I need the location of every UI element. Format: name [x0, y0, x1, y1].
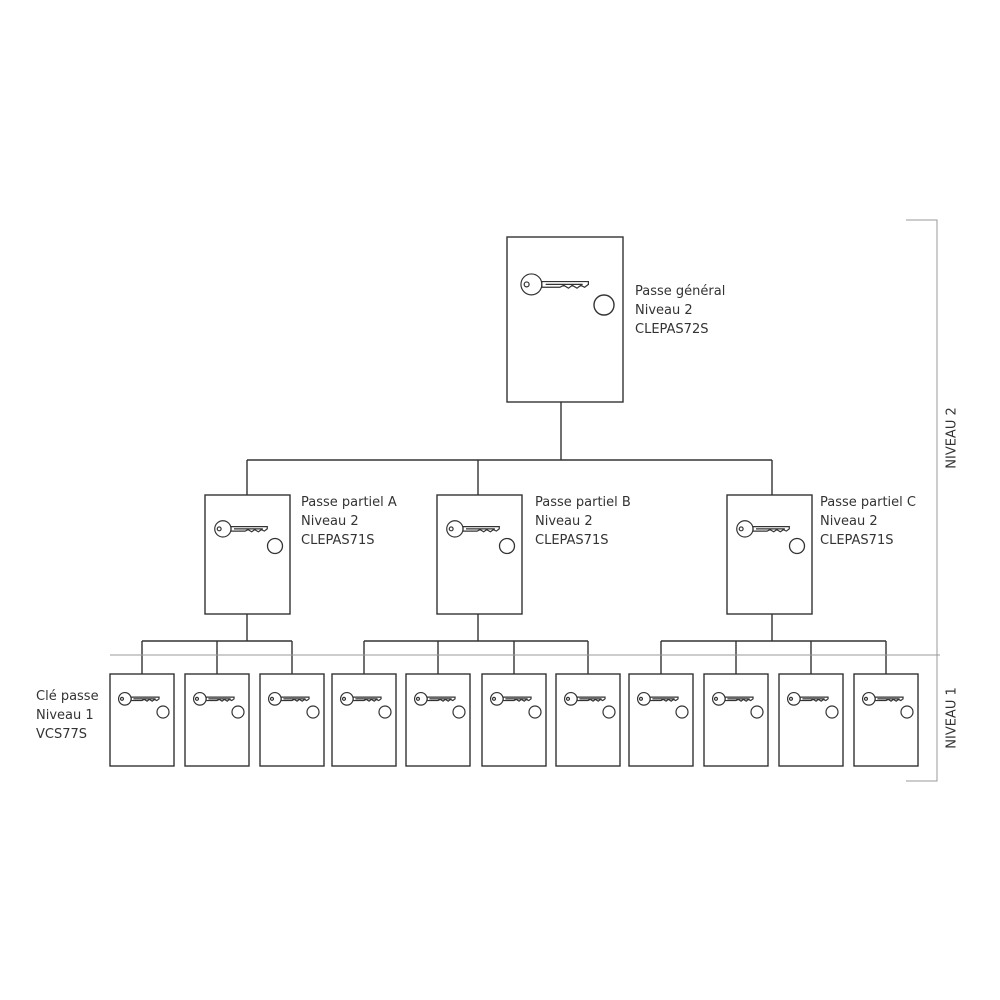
leaf-box-10	[778, 673, 844, 767]
key-bow-hole	[216, 526, 222, 532]
key-blade	[462, 526, 500, 533]
partial-b-code: CLEPAS71S	[535, 533, 609, 548]
key-blade	[752, 526, 790, 533]
partial-c-label: Passe partiel C Niveau 2 CLEPAS71S	[820, 493, 916, 550]
partial-a-key-icon	[214, 520, 268, 538]
key-bow-hole	[491, 696, 497, 701]
top-key-box	[506, 236, 624, 403]
leaf-key-label: Clé passe Niveau 1 VCS77S	[36, 687, 99, 744]
top-key-level: Niveau 2	[635, 303, 693, 318]
leaf-box-11	[853, 673, 919, 767]
leaf-key-icon-9	[711, 691, 754, 706]
leaf-box-6	[481, 673, 547, 767]
partial-b-box	[436, 494, 523, 615]
leaf-key-icon-4	[339, 691, 382, 706]
level-2-label: NIVEAU 2	[944, 407, 960, 469]
leaf-key-code: VCS77S	[36, 727, 88, 742]
key-bow-hole	[119, 696, 125, 701]
partial-a-name: Passe partiel A	[301, 495, 397, 510]
leaf-box-5	[405, 673, 471, 767]
leaf-box-3	[259, 673, 325, 767]
top-key-label: Passe général Niveau 2 CLEPAS72S	[635, 282, 725, 339]
partial-c-code: CLEPAS71S	[820, 533, 894, 548]
key-blade	[541, 280, 590, 289]
partial-b-key-icon	[446, 520, 500, 538]
key-bow-hole	[448, 526, 454, 532]
leaf-box-7	[555, 673, 621, 767]
partial-b-name: Passe partiel B	[535, 495, 631, 510]
key-bow-hole	[638, 696, 644, 701]
partial-c-key-icon	[736, 520, 790, 538]
key-bow-hole	[713, 696, 719, 701]
key-bow-hole	[269, 696, 275, 701]
partial-c-box	[726, 494, 813, 615]
partial-a-code: CLEPAS71S	[301, 533, 375, 548]
leaf-key-icon-1	[117, 691, 160, 706]
leaf-box-4	[331, 673, 397, 767]
partial-b-label: Passe partiel B Niveau 2 CLEPAS71S	[535, 493, 631, 550]
leaf-key-icon-2	[192, 691, 235, 706]
leaf-lock-cylinder-1	[156, 705, 170, 719]
key-bow-hole	[788, 696, 794, 701]
key-bow-hole	[565, 696, 571, 701]
leaf-key-icon-8	[636, 691, 679, 706]
key-bow-hole	[415, 696, 421, 701]
leaf-box-2	[184, 673, 250, 767]
level-bracket	[906, 219, 938, 782]
partial-c-name: Passe partiel C	[820, 495, 916, 510]
leaf-lock-cylinder-3	[306, 705, 320, 719]
level-1-label: NIVEAU 1	[944, 687, 960, 749]
leaf-lock-cylinder-2	[231, 705, 245, 719]
leaf-lock-cylinder-9	[750, 705, 764, 719]
key-blade	[230, 526, 268, 533]
partial-c-lock-cylinder	[788, 537, 806, 555]
partial-a-label: Passe partiel A Niveau 2 CLEPAS71S	[301, 493, 397, 550]
top-key-code: CLEPAS72S	[635, 322, 709, 337]
leaf-lock-cylinder-4	[378, 705, 392, 719]
leaf-box-9	[703, 673, 769, 767]
leaf-box-8	[628, 673, 694, 767]
key-bow-hole	[523, 281, 530, 288]
top-lock-cylinder	[593, 294, 615, 316]
partial-b-level: Niveau 2	[535, 514, 593, 529]
leaf-key-level: Niveau 1	[36, 708, 94, 723]
partial-a-box	[204, 494, 291, 615]
key-bow-hole	[341, 696, 347, 701]
key-bow-hole	[738, 526, 744, 532]
leaf-key-name: Clé passe	[36, 689, 99, 704]
leaf-lock-cylinder-10	[825, 705, 839, 719]
key-bow-hole	[194, 696, 200, 701]
top-key-name: Passe général	[635, 284, 726, 299]
leaf-key-icon-6	[489, 691, 532, 706]
key-bow-hole	[863, 696, 869, 701]
leaf-lock-cylinder-8	[675, 705, 689, 719]
leaf-lock-cylinder-7	[602, 705, 616, 719]
leaf-key-icon-11	[861, 691, 904, 706]
leaf-lock-cylinder-11	[900, 705, 914, 719]
leaf-lock-cylinder-6	[528, 705, 542, 719]
partial-a-level: Niveau 2	[301, 514, 359, 529]
leaf-key-icon-5	[413, 691, 456, 706]
top-key-icon	[520, 273, 590, 296]
partial-b-lock-cylinder	[498, 537, 516, 555]
leaf-lock-cylinder-5	[452, 705, 466, 719]
partial-c-level: Niveau 2	[820, 514, 878, 529]
leaf-key-icon-3	[267, 691, 310, 706]
leaf-box-1	[109, 673, 175, 767]
partial-a-lock-cylinder	[266, 537, 284, 555]
leaf-key-icon-7	[563, 691, 606, 706]
leaf-key-icon-10	[786, 691, 829, 706]
